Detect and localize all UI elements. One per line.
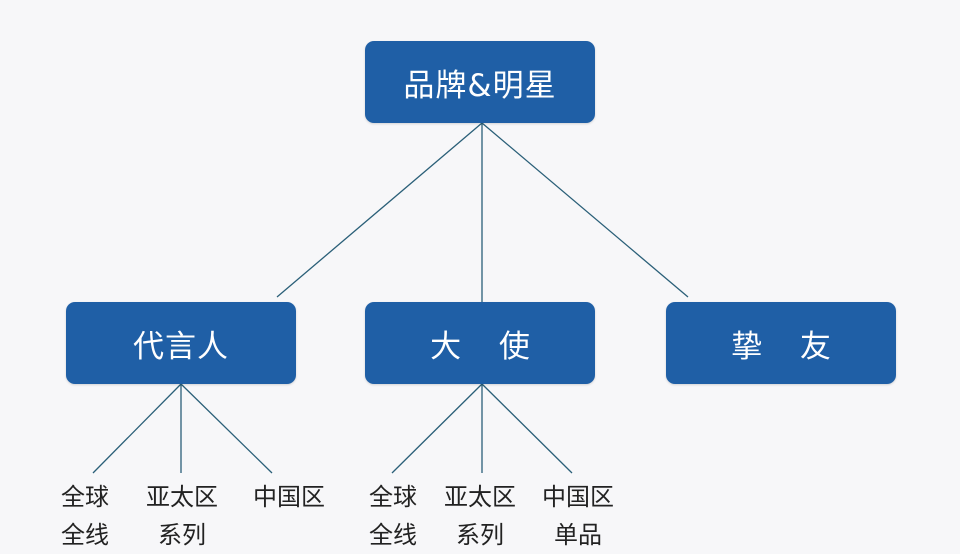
line-ambassador-to-china [481, 383, 573, 474]
node-brand-star-label: 品牌&明星 [403, 67, 557, 104]
leaf-ambassador-global: 全球 全线 [348, 478, 438, 554]
line-root-to-spokesperson [276, 122, 483, 298]
node-friend-label: 挚 友 [731, 328, 845, 365]
leaf-line1: 亚太区 [444, 483, 516, 511]
leaf-line1: 中国区 [542, 483, 614, 511]
leaf-spokesperson-asiapac: 亚太区 系列 [137, 478, 227, 554]
connector-line-group [92, 122, 689, 474]
leaf-line1: 全球 [369, 483, 417, 511]
node-spokesperson: 代言人 [66, 302, 296, 384]
node-spokesperson-label: 代言人 [133, 328, 229, 365]
line-ambassador-to-global [391, 383, 483, 474]
leaf-line2: 单品 [554, 521, 602, 549]
leaf-line2: 全线 [61, 521, 109, 549]
leaf-ambassador-china: 中国区 单品 [533, 478, 623, 554]
leaf-spokesperson-global: 全球 全线 [40, 478, 130, 554]
leaf-line1: 亚太区 [146, 483, 218, 511]
node-friend: 挚 友 [666, 302, 896, 384]
leaf-line2: 全线 [369, 521, 417, 549]
leaf-spokesperson-china: 中国区 [244, 478, 334, 516]
leaf-ambassador-asiapac: 亚太区 系列 [435, 478, 525, 554]
line-root-to-friend [481, 122, 689, 298]
leaf-line1: 中国区 [253, 483, 325, 511]
node-ambassador-label: 大 使 [430, 328, 544, 365]
line-spokesperson-to-global [92, 383, 182, 474]
node-ambassador: 大 使 [365, 302, 595, 384]
leaf-line2: 系列 [158, 521, 206, 549]
node-brand-star: 品牌&明星 [365, 41, 595, 123]
leaf-line1: 全球 [61, 483, 109, 511]
line-spokesperson-to-china [180, 383, 273, 474]
leaf-line2: 系列 [456, 521, 504, 549]
